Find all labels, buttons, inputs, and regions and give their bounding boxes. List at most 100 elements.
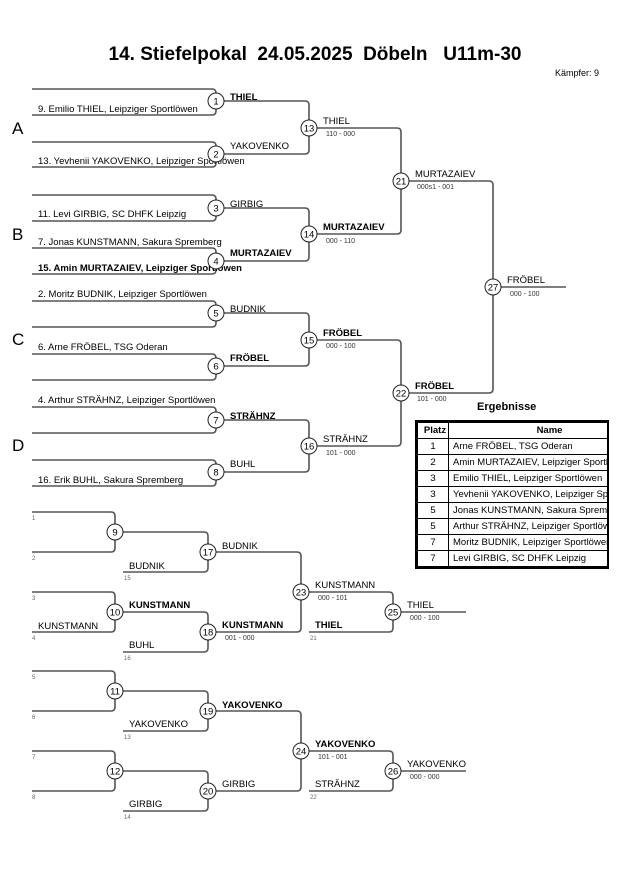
match-winner: YAKOVENKO — [315, 739, 375, 750]
entry-label: 15. Amin MURTAZAIEV, Leipziger Sportlöwe… — [38, 263, 242, 274]
match-number: 9 — [112, 528, 117, 539]
match-winner: MURTAZAIEV — [415, 169, 476, 180]
match-winner: THIEL — [230, 92, 258, 103]
match-number-circle — [207, 357, 225, 375]
match-number: 3 — [213, 204, 218, 215]
match-winner: KUNSTMANN — [315, 580, 375, 591]
match-number: 10 — [110, 608, 121, 619]
match-number: 26 — [388, 767, 399, 778]
results-place: 3 — [417, 486, 449, 503]
match-number-circle — [199, 623, 217, 641]
match-winner: BUDNIK — [230, 304, 267, 315]
repechage-entry-label: GIRBIG — [129, 799, 162, 810]
match-number-circle — [207, 304, 225, 322]
match-number-circle — [484, 278, 502, 296]
match-score: 101 - 001 — [318, 754, 348, 761]
results-place: 7 — [417, 534, 449, 551]
match-winner: BUDNIK — [222, 541, 259, 552]
match-number: 6 — [213, 362, 218, 373]
entry-label: 4. Arthur STRÄHNZ, Leipziger Sportlöwen — [38, 395, 215, 406]
match-winner: YAKOVENKO — [407, 759, 466, 770]
repechage-entry-label: THIEL — [315, 620, 343, 631]
match-number-circle — [392, 384, 410, 402]
match-number-circle — [207, 145, 225, 163]
match-number-circle — [384, 603, 402, 621]
match-number: 25 — [388, 608, 399, 619]
match-number-circle — [199, 782, 217, 800]
slot-number: 13 — [124, 735, 131, 741]
match-score: 000 - 100 — [410, 615, 440, 622]
entry-label: 6. Arne FRÖBEL, TSG Oderan — [38, 342, 168, 353]
match-winner: KUNSTMANN — [222, 620, 283, 631]
match-number-circle — [106, 682, 124, 700]
match-number: 2 — [213, 150, 218, 161]
match-score: 000 - 100 — [510, 291, 540, 298]
bracket-match-circles: 1234567813141516212227910111217181920232… — [106, 92, 502, 800]
bracket-connector — [317, 339, 402, 447]
match-number: 23 — [296, 588, 307, 599]
match-number-circle — [207, 463, 225, 481]
match-winner: FRÖBEL — [507, 275, 545, 286]
match-score: 000 - 100 — [326, 343, 356, 350]
match-number: 27 — [488, 283, 499, 294]
slot-number: 16 — [124, 656, 131, 662]
match-score: 001 - 000 — [225, 635, 255, 642]
match-number-circle — [207, 92, 225, 110]
match-number: 12 — [110, 767, 121, 778]
repechage-entry-label: YAKOVENKO — [129, 719, 188, 730]
results-place: 1 — [417, 438, 449, 455]
match-number-circle — [199, 543, 217, 561]
match-winner: FRÖBEL — [230, 353, 269, 364]
entry-label: 16. Erik BUHL, Sakura Spremberg — [38, 475, 183, 486]
match-number-circle — [300, 119, 318, 137]
repechage-entry-label: BUDNIK — [129, 561, 166, 572]
match-number: 18 — [203, 628, 214, 639]
match-number-circle — [207, 252, 225, 270]
match-number: 14 — [304, 230, 315, 241]
match-winner: MURTAZAIEV — [323, 222, 385, 233]
match-number: 11 — [110, 687, 120, 698]
match-winner: GIRBIG — [222, 779, 255, 790]
results-name: Levi GIRBIG, SC DHFK Leipzig — [448, 550, 607, 567]
results-name: Amin MURTAZAIEV, Leipziger Sportlöwen — [448, 454, 607, 471]
match-score: 101 - 000 — [326, 450, 356, 457]
match-winner: KUNSTMANN — [129, 600, 190, 611]
slot-number: 21 — [310, 636, 317, 642]
results-title: Ergebnisse — [477, 401, 537, 413]
pool-letter: C — [12, 330, 24, 349]
fighters-count: Kämpfer: 9 — [554, 68, 599, 78]
entry-label: 9. Emilio THIEL, Leipziger Sportlöwen — [38, 104, 198, 115]
slot-number: 2 — [32, 556, 36, 562]
repechage-entry-label: BUHL — [129, 640, 154, 651]
bracket-labels: 9. Emilio THIEL, Leipziger Sportlöwen 13.… — [12, 92, 545, 821]
match-number: 19 — [203, 707, 214, 718]
slot-number: 6 — [32, 715, 36, 721]
slot-number: 4 — [32, 636, 36, 642]
repechage-entry-label: KUNSTMANN — [38, 621, 98, 632]
match-winner: STRÄHNZ — [230, 411, 276, 422]
match-number-circle — [292, 583, 310, 601]
slot-number: 3 — [32, 596, 36, 602]
match-number-circle — [106, 762, 124, 780]
match-number-circle — [199, 702, 217, 720]
match-number-circle — [207, 411, 225, 429]
pool-letter: A — [12, 119, 24, 138]
match-number-circle — [106, 523, 124, 541]
bracket-connector — [32, 353, 217, 381]
match-number: 20 — [203, 787, 214, 798]
match-winner: THIEL — [407, 600, 434, 611]
slot-number: 8 — [32, 795, 36, 801]
match-number-circle — [300, 225, 318, 243]
match-score: 101 - 000 — [417, 396, 447, 403]
match-winner: GIRBIG — [230, 199, 263, 210]
entry-label: 13. Yevhenii YAKOVENKO, Leipziger Sportl… — [38, 156, 245, 167]
match-winner: STRÄHNZ — [323, 434, 368, 445]
